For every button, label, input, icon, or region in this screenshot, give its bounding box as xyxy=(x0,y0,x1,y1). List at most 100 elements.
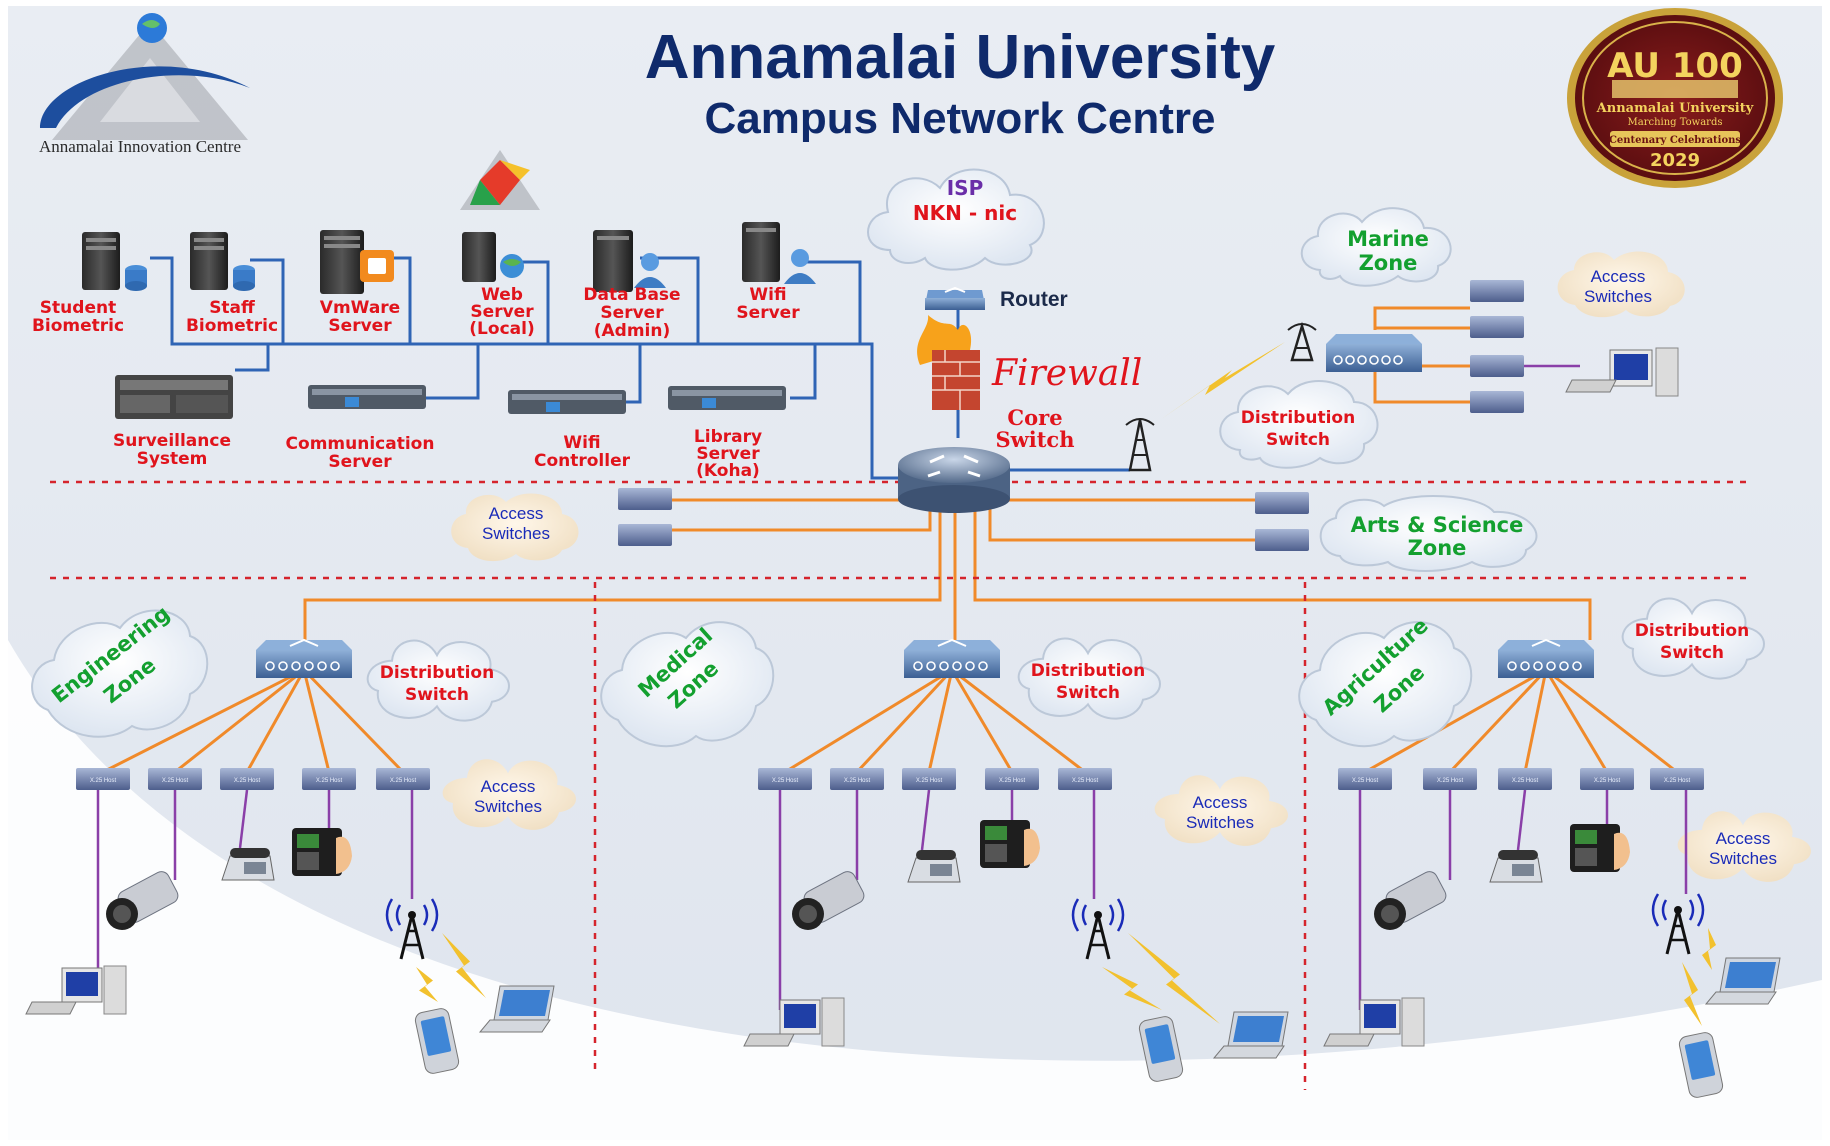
access-switch-tag: X.25 Host xyxy=(772,778,799,784)
page-title: Annamalai University xyxy=(645,23,1276,92)
access-switch-icon xyxy=(618,488,672,510)
access-switch-tag: X.25 Host xyxy=(1664,778,1691,784)
access-switch: X.25 Host xyxy=(758,768,812,790)
marine-zone-label: Marine xyxy=(1347,227,1429,251)
marine-access-cloud: Access Switches xyxy=(1557,251,1685,318)
lightning-icon xyxy=(1160,342,1285,420)
core-switch-label-2: Switch xyxy=(996,427,1075,452)
access-switch-icon xyxy=(1498,768,1552,790)
label-library-3: (Koha) xyxy=(696,461,760,481)
distribution-to-access-link xyxy=(855,668,954,774)
access-switch-tag: X.25 Host xyxy=(90,778,117,784)
access-switch-icon xyxy=(758,768,812,790)
rack-server-icon xyxy=(508,390,626,414)
access-switch-tag: X.25 Host xyxy=(1072,778,1099,784)
access-switch: X.25 Host xyxy=(76,768,130,790)
marine-dist-label: Distribution xyxy=(1241,408,1355,428)
mobile-icon xyxy=(1678,1032,1724,1098)
access-switch-icon xyxy=(148,768,202,790)
server-wifi xyxy=(742,222,816,284)
arts-zone-label-2: Zone xyxy=(1408,536,1467,560)
seal-centenary: Centenary Celebrations xyxy=(1609,135,1741,146)
marine-distribution-switch xyxy=(1326,334,1422,372)
phone-icon xyxy=(221,848,275,881)
label-web: Web xyxy=(481,285,523,305)
phone-icon xyxy=(907,850,961,883)
marine-zone-cloud: Marine Zone xyxy=(1300,207,1452,287)
device-link xyxy=(1516,789,1527,851)
access-switch: X.25 Host xyxy=(830,768,884,790)
device-link xyxy=(238,789,249,849)
laptop-icon xyxy=(1704,957,1781,1005)
phone-icon xyxy=(1489,850,1543,883)
server-database xyxy=(593,230,666,292)
label-web-2: Server xyxy=(470,302,534,322)
access-switches-cloud xyxy=(1154,775,1288,846)
access-switch: X.25 Host xyxy=(1650,768,1704,790)
access-switch: X.25 Host xyxy=(1423,768,1477,790)
distribution-switch xyxy=(904,638,1000,678)
server-icon xyxy=(462,232,496,282)
distribution-to-access-link xyxy=(784,668,953,774)
access-switch-icon xyxy=(1470,355,1524,377)
biometric-device-icon xyxy=(1570,824,1630,872)
arts-science-zone-cloud: Arts & Science Zone xyxy=(1319,494,1538,572)
page-subtitle: Campus Network Centre xyxy=(704,94,1215,143)
access-switches-label: Access xyxy=(1193,793,1248,812)
desktop-icon xyxy=(743,997,845,1047)
label-db-3: (Admin) xyxy=(594,321,671,341)
distribution-to-access-link xyxy=(950,669,1014,773)
antenna-marine xyxy=(1287,321,1317,362)
access-switch-tag: X.25 Host xyxy=(1352,778,1379,784)
access-switches-label-2: Switches xyxy=(474,797,542,816)
access-switch: X.25 Host xyxy=(302,768,356,790)
lightning-icon xyxy=(442,933,486,998)
cloud-icon xyxy=(867,168,1045,271)
laptop-icon xyxy=(1212,1011,1289,1059)
distribution-to-access-link xyxy=(1523,669,1548,773)
access-switch-tag: X.25 Host xyxy=(162,778,189,784)
arts-access-cloud: Access Switches xyxy=(451,493,579,562)
antenna-icon xyxy=(1128,419,1152,472)
access-switch: X.25 Host xyxy=(985,768,1039,790)
access-switch-icon xyxy=(830,768,884,790)
isp-label: ISP xyxy=(947,176,984,200)
arts-access-label-2: Switches xyxy=(482,524,550,543)
arts-zone-label: Arts & Science xyxy=(1351,513,1524,537)
access-switch-icon xyxy=(902,768,956,790)
marine-access-label-2: Switches xyxy=(1584,287,1652,306)
medical-zone-cloud: Medical Zone xyxy=(600,621,775,748)
rack-server-icon xyxy=(668,386,786,410)
distribution-to-access-link xyxy=(1364,668,1547,774)
label-communication-2: Server xyxy=(328,452,392,472)
access-switch: X.25 Host xyxy=(376,768,430,790)
label-wifi-controller-2: Controller xyxy=(534,451,631,471)
core-switch-icon xyxy=(898,447,1010,483)
distribution-to-access-link xyxy=(1544,669,1609,773)
access-switches-label-2: Switches xyxy=(1709,849,1777,868)
distribution-to-access-link xyxy=(951,668,1086,774)
label-student-2: Biometric xyxy=(32,316,124,336)
firewall xyxy=(917,315,980,410)
mobile-icon xyxy=(1138,1016,1184,1082)
distribution-switch-label: Distribution xyxy=(380,663,494,683)
marine-access-switches xyxy=(1470,280,1524,413)
label-staff-2: Biometric xyxy=(186,316,278,336)
camera-icon xyxy=(792,871,865,930)
marine-links xyxy=(1373,306,1580,404)
core-links xyxy=(303,498,1592,640)
label-db-2: Server xyxy=(600,303,664,323)
distribution-switch-label-2: Switch xyxy=(1056,683,1120,703)
access-switch-icon xyxy=(1470,316,1524,338)
marine-desktop xyxy=(1565,347,1679,397)
core-switch-label-1: Core xyxy=(1007,405,1062,430)
access-switch: X.25 Host xyxy=(220,768,274,790)
access-switch-icon xyxy=(1580,768,1634,790)
access-switch-tag: X.25 Host xyxy=(999,778,1026,784)
access-switch: X.25 Host xyxy=(902,768,956,790)
seal-au100: AU 100 xyxy=(1607,46,1743,86)
marine-dist-label-2: Switch xyxy=(1266,430,1330,450)
label-library: Library xyxy=(694,427,762,447)
